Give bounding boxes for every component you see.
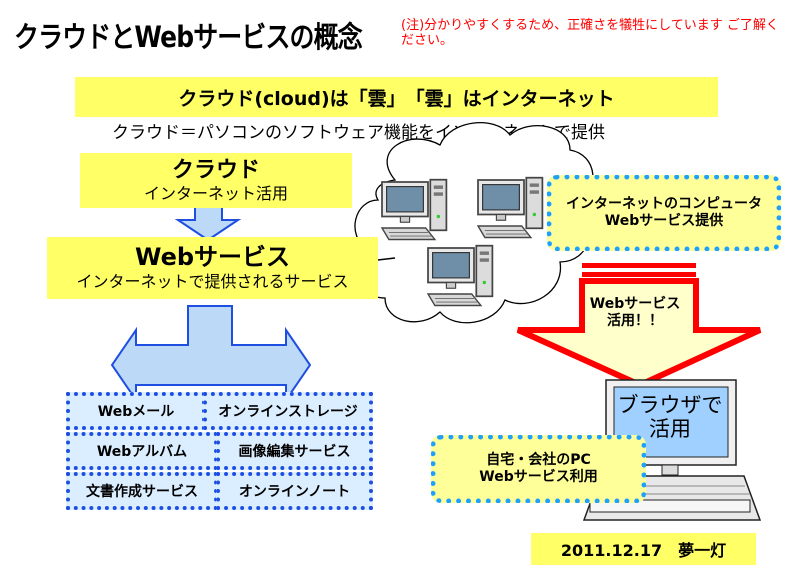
arrow-stripe: [582, 263, 696, 268]
server-pc-icon: [381, 178, 448, 241]
service-item: Webアルバム: [66, 432, 218, 470]
page-title: クラウドとWebサービスの概念: [14, 20, 363, 54]
internet-computer-line2: Webサービス提供: [604, 213, 724, 229]
disclaimer-note: (注)分かりやすくするため、正確さを犠牲にしています ご了解ください。: [401, 18, 779, 48]
cloud-banner: クラウド(cloud)は「雲」 「雲」はインターネット: [75, 77, 718, 117]
cloud-box-heading: クラウド: [171, 157, 260, 183]
cloud-box-sub: インターネット活用: [143, 183, 288, 203]
split-arrow-icon: [110, 305, 312, 404]
home-pc-line1: 自宅・会社のPC: [486, 452, 591, 468]
arrow-stripe: [582, 272, 696, 277]
arrow-label-line2: 活用！！: [607, 313, 663, 329]
service-item: オンラインノート: [216, 472, 373, 510]
server-pc-icon: [427, 244, 494, 307]
service-item: 画像編集サービス: [216, 432, 373, 470]
home-pc-box: 自宅・会社のPC Webサービス利用: [431, 435, 646, 503]
cloud-box: クラウド インターネット活用: [80, 153, 352, 208]
internet-computer-line1: インターネットのコンピュータ: [566, 196, 762, 212]
internet-computer-box: インターネットのコンピュータ Webサービス提供: [547, 175, 781, 251]
web-service-sub: インターネットで提供されるサービス: [76, 272, 349, 291]
connector-line: [377, 257, 396, 261]
browser-line2: 活用: [649, 417, 691, 441]
red-down-arrow-icon: [516, 278, 762, 389]
web-service-heading: Webサービス: [134, 243, 291, 271]
service-item: Webメール: [66, 392, 206, 430]
browser-line1: ブラウザで: [617, 393, 723, 417]
service-item: オンラインストレージ: [203, 392, 373, 430]
down-arrow-icon: [174, 205, 242, 242]
home-pc-line2: Webサービス利用: [479, 469, 598, 485]
browser-text: ブラウザで 活用: [616, 393, 724, 441]
web-service-box: Webサービス インターネットで提供されるサービス: [47, 237, 378, 299]
arrow-label-line1: Webサービス: [589, 296, 681, 312]
service-item: 文書作成サービス: [66, 472, 218, 510]
arrow-label: Webサービス 活用！！: [580, 296, 690, 330]
date-signature: 2011.12.17 夢一灯: [531, 533, 756, 565]
server-pc-icon: [477, 176, 544, 239]
